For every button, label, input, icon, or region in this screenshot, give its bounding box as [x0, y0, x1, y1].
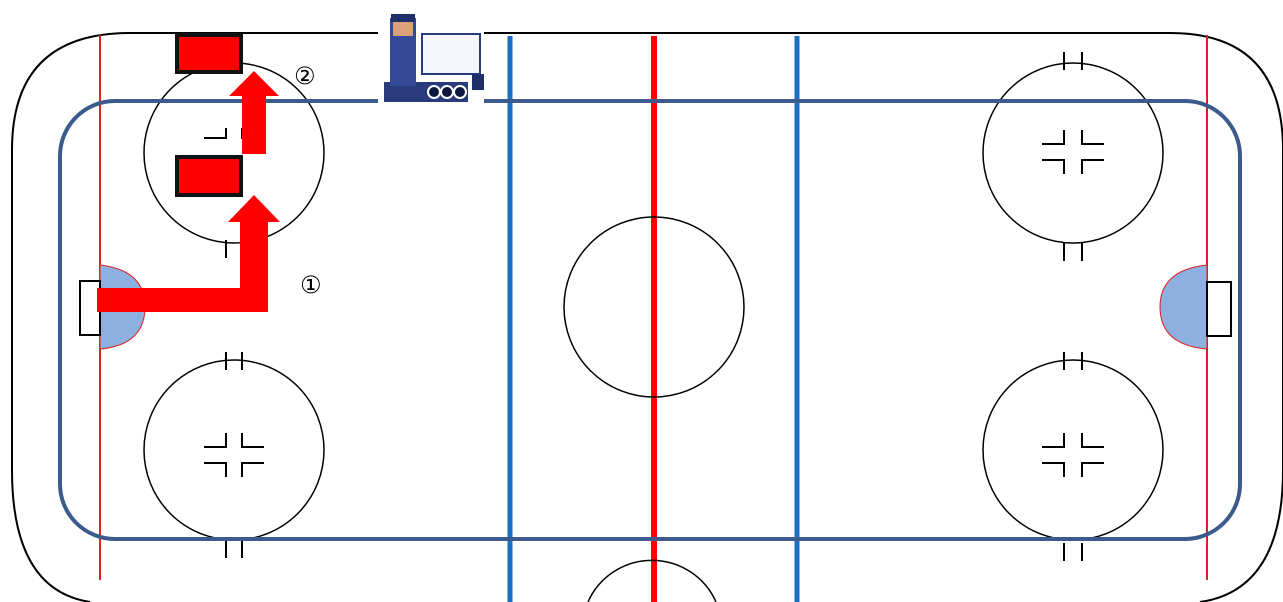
faceoff-circle-top-right: [983, 63, 1163, 243]
faceoff-circle-bottom-right: [983, 360, 1163, 540]
arrow-step-1: [97, 195, 280, 312]
goal-crease-right: [1160, 265, 1207, 349]
arrow-step-2: [229, 71, 279, 154]
rink-boards: [12, 33, 1283, 602]
player-box-end: [177, 35, 241, 72]
faceoff-circle-bottom-left: [144, 360, 324, 540]
zamboni-icon: [378, 0, 484, 104]
goal-net-right: [1207, 282, 1231, 336]
player-box-start: [177, 157, 241, 195]
step-1-label: ①: [300, 273, 322, 297]
step-2-label: ②: [294, 64, 316, 88]
